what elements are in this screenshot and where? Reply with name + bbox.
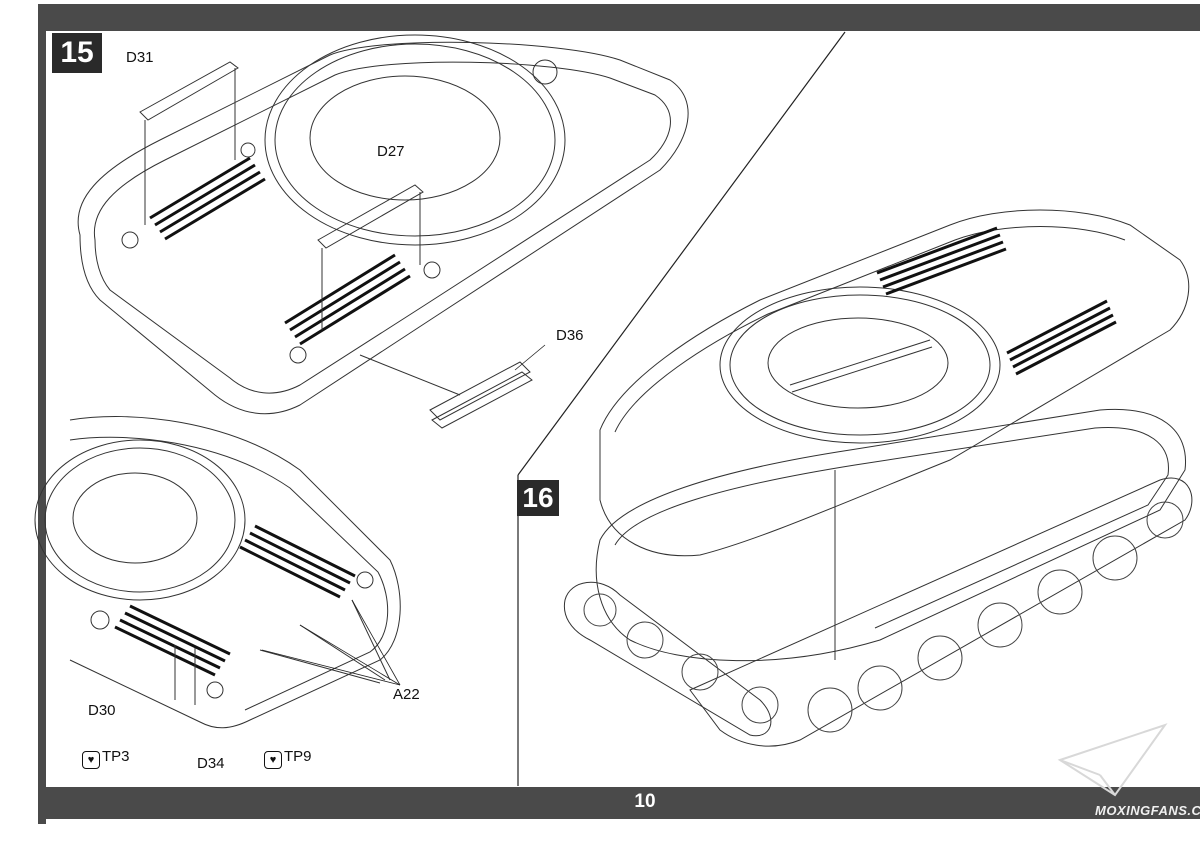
page-left-border bbox=[38, 4, 46, 824]
leader-lines bbox=[261, 344, 546, 686]
watermark-text: MOXINGFANS.COM bbox=[1095, 803, 1200, 818]
step-15-badge: 15 bbox=[52, 33, 102, 73]
paper-plane-icon bbox=[1057, 723, 1168, 797]
label-d30: D30 bbox=[88, 702, 116, 719]
label-tp9: ♥TP9 bbox=[264, 748, 312, 769]
hull-lower-drawing bbox=[34, 416, 401, 729]
tp3-text: TP3 bbox=[102, 748, 130, 765]
label-a22: A22 bbox=[393, 686, 420, 703]
tank-assembled-drawing bbox=[563, 209, 1193, 747]
hull-upper-drawing bbox=[77, 34, 689, 429]
tp9-text: TP9 bbox=[284, 748, 312, 765]
label-d31: D31 bbox=[126, 49, 154, 66]
step-16-badge: 16 bbox=[517, 480, 559, 516]
label-d27: D27 bbox=[377, 143, 405, 160]
page-top-border bbox=[38, 4, 1200, 31]
label-d34: D34 bbox=[197, 755, 225, 772]
heart-paint-icon: ♥ bbox=[82, 751, 100, 769]
label-d36: D36 bbox=[556, 327, 584, 344]
heart-paint-icon: ♥ bbox=[264, 751, 282, 769]
diagonal-divider bbox=[517, 31, 846, 476]
page-bottom-border bbox=[38, 787, 1200, 819]
label-tp3: ♥TP3 bbox=[82, 748, 130, 769]
page-number: 10 bbox=[634, 791, 656, 812]
